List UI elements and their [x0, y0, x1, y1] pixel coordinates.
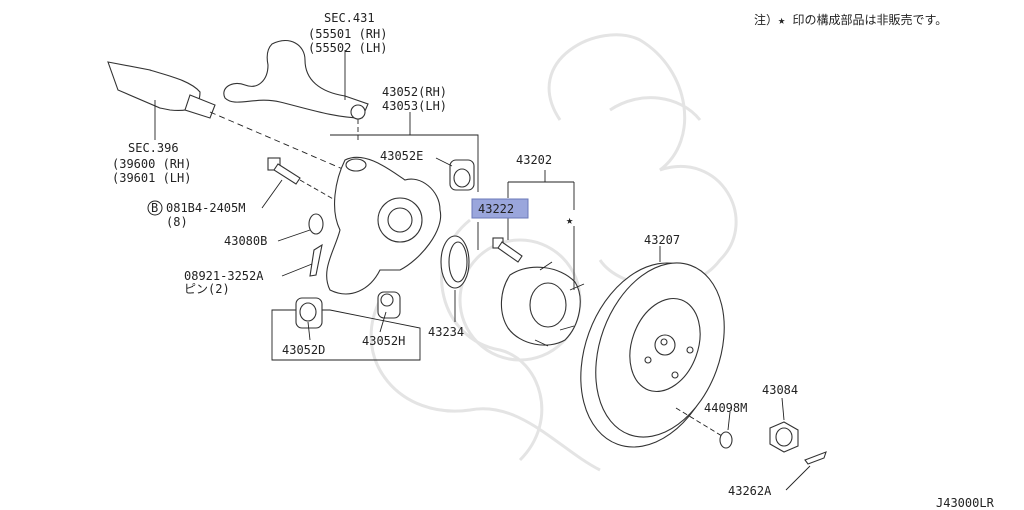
label-08921[interactable]: 08921-3252A [184, 269, 264, 283]
label-sec431[interactable]: SEC.431 [324, 11, 375, 25]
label-sec396[interactable]: SEC.396 [128, 141, 179, 155]
label-55501[interactable]: (55501 (RH) [308, 27, 387, 41]
label-43084[interactable]: 43084 [762, 383, 798, 397]
label-43207[interactable]: 43207 [644, 233, 680, 247]
knuckle-frame [271, 134, 479, 361]
label-39601[interactable]: (39601 (LH) [112, 171, 191, 185]
drive-shaft [107, 61, 346, 171]
diagram-id: J43000LR [936, 496, 995, 510]
washer-44098m [719, 431, 733, 449]
label-44098m[interactable]: 44098M [704, 401, 747, 415]
label-39600[interactable]: (39600 (RH) [112, 157, 191, 171]
bushing-43052d [295, 297, 323, 329]
bolt-081b4 [267, 157, 336, 201]
label-43052rh[interactable]: 43052(RH) [382, 85, 447, 99]
label-55502[interactable]: (55502 (LH) [308, 41, 387, 55]
washer-43080b [308, 213, 324, 235]
label-43052d[interactable]: 43052D [282, 343, 325, 357]
star-mark: ★ [566, 213, 573, 227]
bolt-circle-mark [147, 200, 163, 216]
sensor-ring-43234 [440, 235, 470, 289]
label-43202[interactable]: 43202 [516, 153, 552, 167]
bushing-43052h [377, 291, 401, 319]
wheel-hub-43202 [500, 261, 585, 347]
label-43222[interactable]: 43222 [478, 202, 514, 216]
label-43052h[interactable]: 43052H [362, 334, 405, 348]
label-circle-b: B [151, 201, 158, 215]
note-text: 注）★ 印の構成部品は非販売です。 [754, 12, 947, 27]
label-43052e[interactable]: 43052E [380, 149, 423, 163]
label-43053lh[interactable]: 43053(LH) [382, 99, 447, 113]
hub-bolt-43222 [492, 237, 523, 263]
label-43262a[interactable]: 43262A [728, 484, 772, 498]
highlight-43222[interactable] [471, 198, 529, 219]
label-43234[interactable]: 43234 [428, 325, 464, 339]
bushing-43052e [449, 159, 475, 191]
brake-rotor-43207 [580, 262, 725, 448]
label-081b4[interactable]: 081B4-2405M [166, 201, 245, 215]
upper-link [223, 40, 369, 140]
label-43080b[interactable]: 43080B [224, 234, 267, 248]
nut-43084 [769, 421, 799, 453]
label-081b4-qty: (8) [166, 215, 188, 229]
cotter-pin-08921 [309, 243, 323, 277]
cotter-pin-43262a [804, 451, 827, 465]
label-pin: ピン(2) [184, 282, 230, 296]
steering-knuckle [326, 156, 442, 295]
